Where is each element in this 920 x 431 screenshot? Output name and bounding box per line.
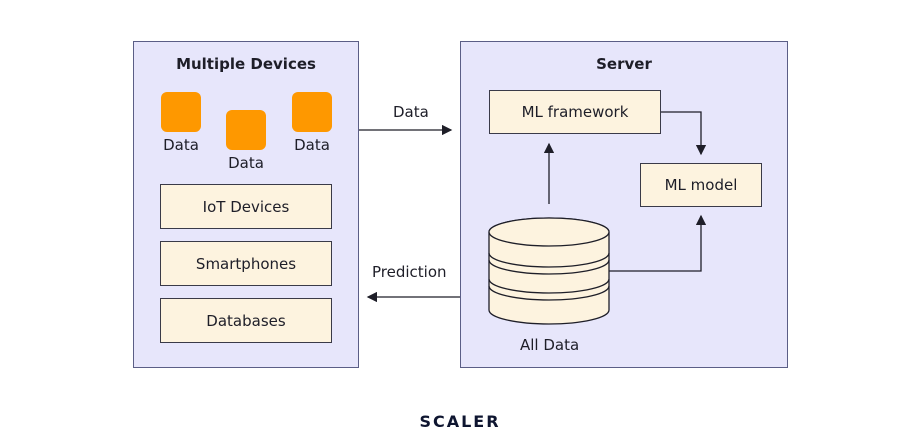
- device-tile-label: Data: [228, 154, 264, 172]
- all-data-label: All Data: [520, 336, 580, 354]
- data-arrow-label: Data: [393, 103, 429, 121]
- server-panel-title: Server: [596, 55, 652, 73]
- device-tile: [161, 92, 201, 132]
- ml-framework-box: ML framework: [489, 90, 661, 134]
- prediction-arrow-label: Prediction: [372, 263, 447, 281]
- source-iot-devices: IoT Devices: [160, 184, 332, 229]
- brand-logo: SCALER: [419, 412, 501, 431]
- device-tile-label: Data: [294, 136, 330, 154]
- source-smartphones: Smartphones: [160, 241, 332, 286]
- devices-panel-title: Multiple Devices: [176, 55, 316, 73]
- device-tile-label: Data: [163, 136, 199, 154]
- source-databases: Databases: [160, 298, 332, 343]
- device-tile: [292, 92, 332, 132]
- device-tile: [226, 110, 266, 150]
- ml-model-box: ML model: [640, 163, 762, 207]
